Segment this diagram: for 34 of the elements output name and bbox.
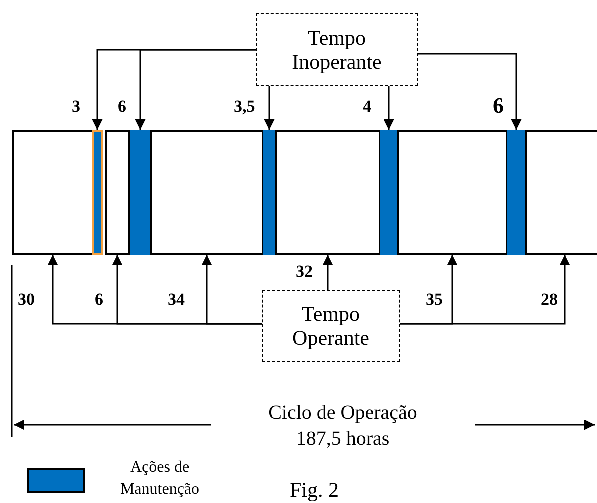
dimension-label: Ciclo de Operação 187,5 horas — [268, 401, 418, 452]
maintenance-bar — [263, 130, 276, 255]
maintenance-bar — [130, 130, 151, 255]
duration-label: 6 — [493, 93, 504, 119]
duration-label: 6 — [118, 97, 126, 117]
arrow — [400, 255, 570, 325]
dashed-label-box: Tempo Operante — [262, 290, 400, 362]
duration-label: 35 — [426, 290, 443, 310]
maintenance-bar — [380, 130, 398, 255]
duration-label: 4 — [363, 97, 372, 117]
arrow — [418, 53, 522, 130]
figure-caption: Fig. 2 — [290, 478, 340, 503]
dashed-label-box: Tempo Inoperante — [256, 13, 418, 86]
duration-label: 28 — [541, 290, 558, 310]
duration-label: 3,5 — [234, 97, 256, 117]
duration-label: 32 — [296, 262, 313, 282]
maintenance-bar — [92, 130, 103, 255]
duration-label: 6 — [95, 290, 104, 310]
legend-label: Ações de Manutenção — [119, 458, 201, 500]
operating-segment — [275, 130, 381, 255]
arrow — [264, 86, 275, 130]
operating-segment — [105, 130, 130, 255]
arrow — [202, 255, 262, 325]
maintenance-bar — [507, 130, 526, 255]
duration-label: 3 — [72, 97, 80, 117]
operating-segment — [525, 130, 597, 255]
operating-segment — [150, 130, 264, 255]
arrow — [322, 255, 334, 290]
duration-label: 34 — [168, 290, 185, 310]
arrow — [384, 86, 394, 130]
arrow — [135, 49, 256, 130]
operating-segment — [397, 130, 508, 255]
operating-segment — [12, 130, 94, 255]
duration-label: 30 — [18, 290, 35, 310]
